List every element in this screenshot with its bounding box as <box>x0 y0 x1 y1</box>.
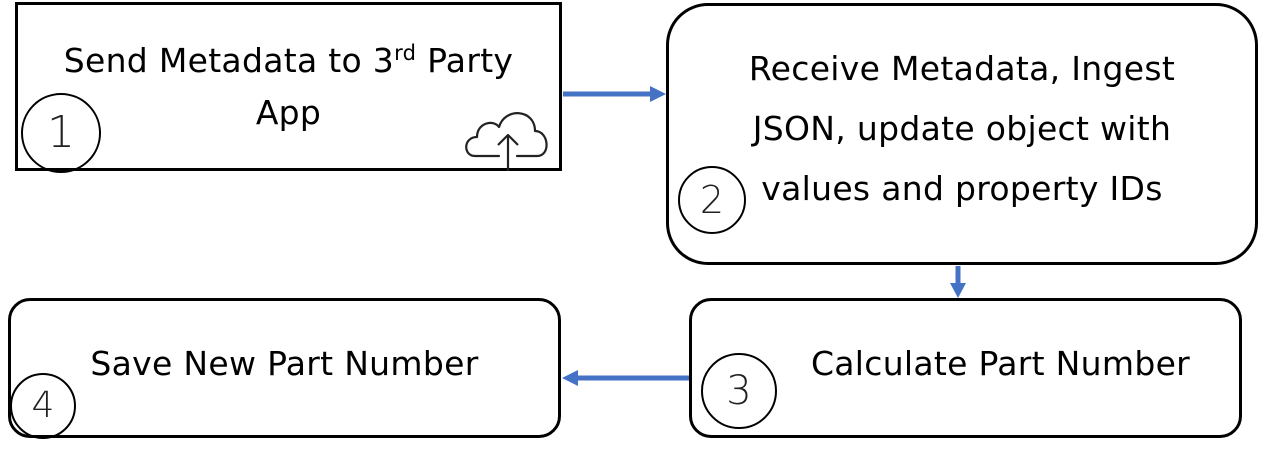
step-2-text-line1: Receive Metadata, Ingest <box>748 49 1176 88</box>
step-3-box: Calculate Part Number 3 <box>689 298 1242 438</box>
step-4-number: 4 <box>10 373 76 439</box>
step-4-box: Save New Part Number 4 <box>8 298 561 439</box>
step-2-number: 2 <box>678 166 746 234</box>
arrow-step1-to-step2 <box>563 86 666 102</box>
step-2-box: Receive Metadata, Ingest JSON, update ob… <box>666 3 1258 265</box>
step-1-title-line1: Send Metadata to 3rd Party <box>63 41 514 80</box>
step-1-box: Send Metadata to 3rd Party App 1 <box>15 2 562 173</box>
cloud-upload-icon <box>465 112 548 171</box>
step-3-number: 3 <box>701 353 777 429</box>
step-2-text-line2: JSON, update object with <box>752 109 1172 148</box>
step-2-text-line3: values and property IDs <box>761 169 1163 208</box>
step-1-title-line2: App <box>255 93 322 132</box>
step-1-number: 1 <box>21 93 101 173</box>
step-4-text: Save New Part Number <box>90 344 479 383</box>
step-3-text: Calculate Part Number <box>810 344 1191 383</box>
arrow-step3-to-step4 <box>562 370 689 386</box>
arrow-step2-to-step3 <box>950 266 966 298</box>
